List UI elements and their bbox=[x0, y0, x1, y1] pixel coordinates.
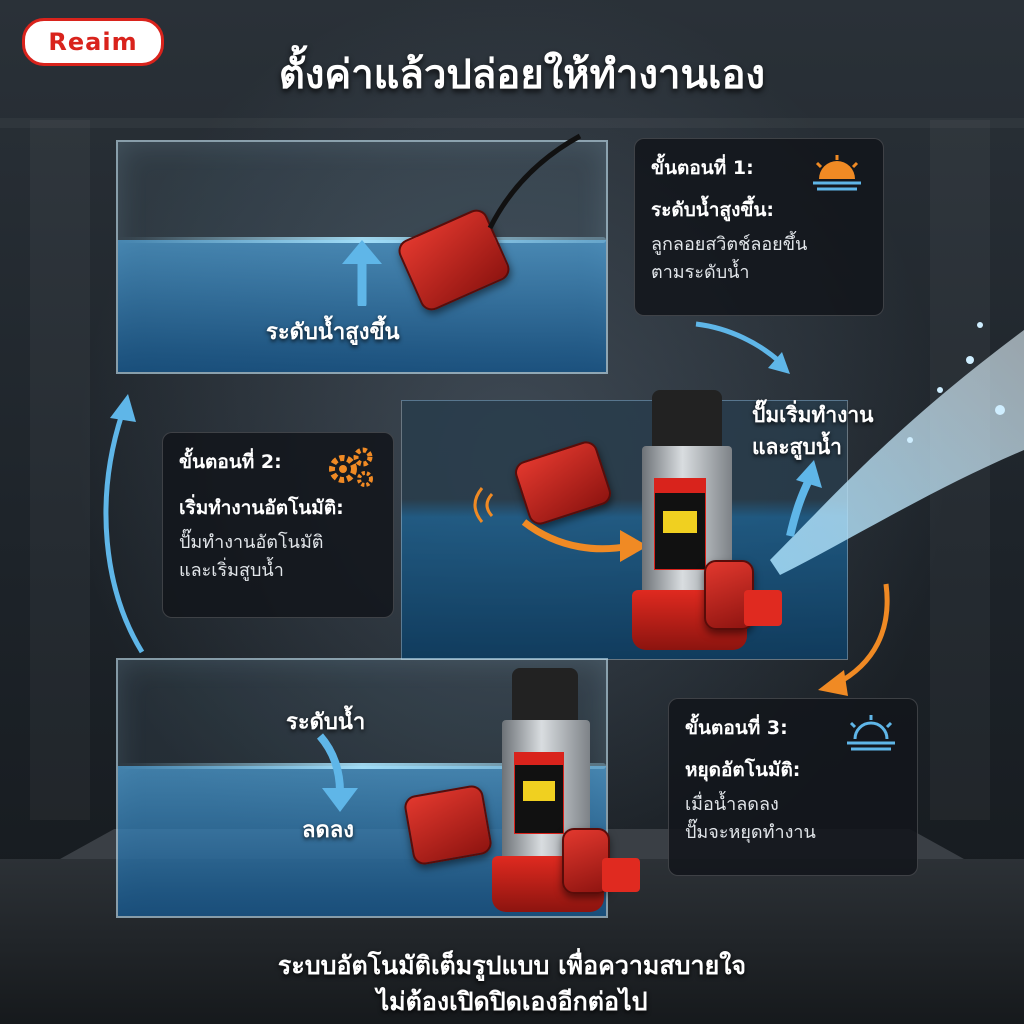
pump-start-arrow-icon bbox=[786, 460, 822, 537]
bottom-float-switch bbox=[402, 783, 494, 867]
footer-line-1: ระบบอัตโนมัติเต็มรูปแบบ เพื่อความสบายใจ bbox=[277, 951, 747, 980]
step-3-number: ขั้นตอนที่ 3: bbox=[685, 717, 788, 739]
page-headline: ตั้งค่าแล้วปล่อยให้ทำงานเอง bbox=[278, 52, 766, 98]
step-3-description: เมื่อน้ำลดลง ปั๊มจะหยุดทำงาน bbox=[685, 794, 816, 843]
pump-outlet bbox=[744, 590, 782, 626]
step-2-panel: ขั้นตอนที่ 2: เริ่มทำงานอัตโนมัติ: ปั๊มท… bbox=[162, 432, 394, 618]
sunset-icon bbox=[847, 715, 895, 751]
step-2-number: ขั้นตอนที่ 2: bbox=[179, 451, 282, 473]
bottom-pump-label-sticker bbox=[514, 752, 564, 834]
center-pump bbox=[632, 390, 782, 660]
step-2-description: ปั๊มทำงานอัตโนมัติ และเริ่มสูบน้ำ bbox=[179, 532, 324, 581]
bottom-tank-label-bottom: ลดลง bbox=[302, 818, 354, 843]
water-jet-splash bbox=[770, 322, 1024, 575]
step-3-title: หยุดอัตโนมัติ: bbox=[685, 759, 801, 781]
brand-logo: Reaim bbox=[22, 18, 164, 66]
flow-arrow-step3-icon bbox=[818, 583, 890, 696]
orange-flow-arrow-icon bbox=[521, 519, 648, 562]
step-1-panel: ขั้นตอนที่ 1: ระดับน้ำสูงขึ้น: ลูกลอยสวิ… bbox=[634, 138, 884, 316]
flow-arrow-step1-icon bbox=[695, 321, 790, 374]
ceiling-beam bbox=[0, 118, 1024, 128]
top-float-cable bbox=[487, 133, 582, 230]
pump-motor-top bbox=[652, 390, 722, 450]
step-2-title: เริ่มทำงานอัตโนมัติ: bbox=[179, 497, 344, 519]
footer-tagline: ระบบอัตโนมัติเต็มรูปแบบ เพื่อความสบายใจ … bbox=[0, 948, 1024, 1021]
bottom-pump bbox=[492, 668, 642, 920]
step-3-panel: ขั้นตอนที่ 3: หยุดอัตโนมัติ: เมื่อน้ำลดล… bbox=[668, 698, 918, 876]
falling-arrow-icon bbox=[316, 733, 358, 812]
footer-line-2: ไม่ต้องเปิดปิดเองอีกต่อไป bbox=[376, 987, 648, 1017]
bottom-pump-outlet bbox=[602, 858, 640, 892]
bottom-pump-motor-top bbox=[512, 668, 578, 724]
pump-action-label: ปั๊มเริ่มทำงาน และสูบน้ำ bbox=[752, 403, 874, 459]
step-1-title: ระดับน้ำสูงขึ้น: bbox=[651, 199, 774, 221]
brand-logo-text: Reaim bbox=[48, 28, 138, 56]
gears-icon bbox=[329, 447, 373, 487]
rising-arrow-icon bbox=[342, 240, 382, 306]
sunrise-icon bbox=[813, 155, 861, 191]
cycle-arrow-left-icon bbox=[103, 394, 145, 654]
vibration-waves-icon bbox=[473, 487, 494, 523]
step-1-number: ขั้นตอนที่ 1: bbox=[651, 157, 754, 179]
pump-label-sticker bbox=[654, 478, 706, 570]
step-1-description: ลูกลอยสวิตช์ลอยขึ้น ตามระดับน้ำ bbox=[651, 234, 808, 283]
top-tank-label: ระดับน้ำสูงขึ้น bbox=[266, 320, 400, 345]
bottom-tank-label-top: ระดับน้ำ bbox=[286, 710, 366, 735]
pillar-left bbox=[30, 120, 90, 820]
